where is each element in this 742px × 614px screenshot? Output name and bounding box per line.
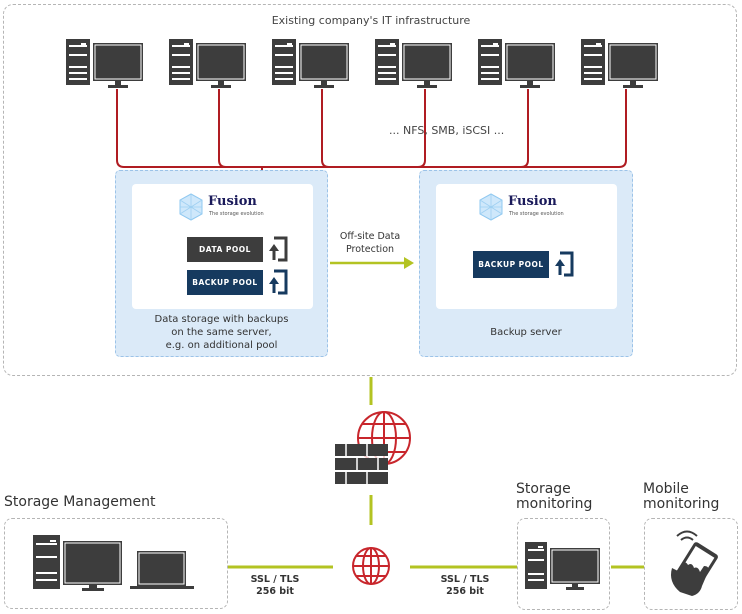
it-infrastructure-group <box>3 4 737 376</box>
title-line: Storage <box>516 481 571 497</box>
title-line: Mobile <box>643 481 689 497</box>
brand-tagline: The storage evolution <box>509 211 564 217</box>
fusion-logo-icon <box>179 193 203 221</box>
title-line: monitoring <box>643 496 720 512</box>
monitoring-desktop-icon <box>525 542 600 590</box>
backup-server-card: Fusion The storage evolution BACKUP POOL <box>436 184 617 309</box>
backup-server-caption: Backup server <box>490 327 562 338</box>
backup-cycle-icon <box>555 251 574 277</box>
title-line: monitoring <box>516 496 593 512</box>
protocols-label: ... NFS, SMB, iSCSI ... <box>389 124 505 137</box>
ssl-label-right: SSL / TLS 256 bit <box>435 574 495 598</box>
storage-management-title: Storage Management <box>4 494 156 510</box>
management-laptop-icon <box>130 551 194 589</box>
ssl-line: 256 bit <box>256 586 294 597</box>
management-desktop-icon <box>33 535 122 591</box>
workstation-icon-2 <box>168 38 247 89</box>
mobile-monitoring-title: Mobile monitoring <box>643 482 719 512</box>
primary-server-caption: Data storage with backups on the same se… <box>116 313 327 352</box>
workstation-icon-3 <box>271 38 350 89</box>
backup-pool-badge: BACKUP POOL <box>187 270 263 295</box>
brand-name: Fusion <box>508 194 557 209</box>
primary-server-card: Fusion The storage evolution DATA POOL B… <box>132 184 313 309</box>
backup-server: Fusion The storage evolution BACKUP POOL… <box>419 170 633 357</box>
workstation-icon-6 <box>580 38 659 89</box>
brand-name: Fusion <box>208 194 257 209</box>
data-pool-badge: DATA POOL <box>187 237 263 262</box>
workstation-icon-5 <box>477 38 556 89</box>
internet-globe-icon <box>352 547 390 585</box>
primary-storage-server: Fusion The storage evolution DATA POOL B… <box>115 170 328 357</box>
mobile-phone-icon <box>671 530 718 596</box>
offsite-protection-label: Off-site Data Protection <box>330 230 410 256</box>
backup-cycle-icon <box>269 269 288 295</box>
storage-monitoring-box <box>517 518 610 610</box>
offsite-line: Off-site Data <box>339 231 401 242</box>
ssl-line: SSL / TLS <box>250 574 300 585</box>
ssl-line: SSL / TLS <box>440 574 490 585</box>
offsite-line: Protection <box>345 244 395 255</box>
firewall-icon <box>335 411 411 484</box>
infrastructure-title: Existing company's IT infrastructure <box>271 14 471 27</box>
mobile-monitoring-box <box>644 518 738 610</box>
workstation-icon-1 <box>65 38 144 89</box>
snapshot-cycle-icon <box>269 236 288 262</box>
storage-management-box <box>4 518 228 609</box>
caption-line: on the same server, <box>171 327 272 338</box>
workstation-icon-4 <box>374 38 453 89</box>
ssl-line: 256 bit <box>446 586 484 597</box>
ssl-label-left: SSL / TLS 256 bit <box>245 574 305 598</box>
fusion-logo-icon <box>479 193 503 221</box>
brand-tagline: The storage evolution <box>209 211 264 217</box>
storage-monitoring-title: Storage monitoring <box>516 482 592 512</box>
backup-pool-badge: BACKUP POOL <box>473 251 549 278</box>
wan-lines <box>227 377 644 569</box>
caption-line: e.g. on additional pool <box>165 340 278 351</box>
caption-line: Data storage with backups <box>154 314 289 325</box>
offsite-arrow <box>330 257 414 269</box>
